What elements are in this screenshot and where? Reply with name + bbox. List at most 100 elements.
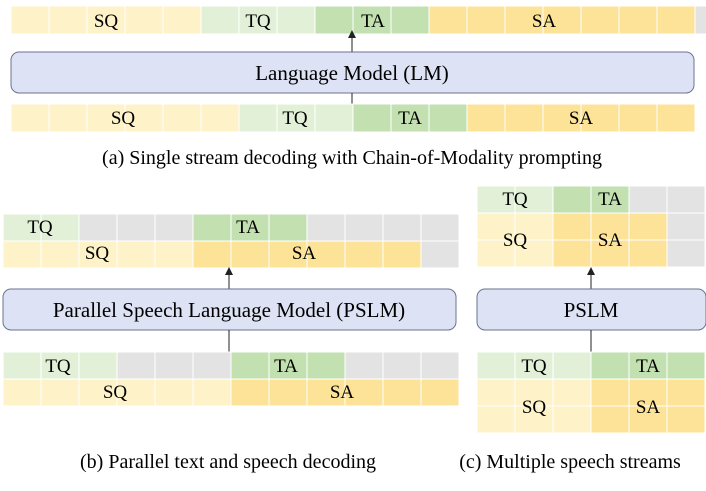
panel-b-text-output-ta-cell xyxy=(230,213,270,242)
panel-a-input-sq-cell xyxy=(124,103,164,133)
panel-c-speech-output-2-sa-cell xyxy=(590,239,630,268)
panel-a-output-sa-cell xyxy=(580,5,620,35)
panel-a-output-sa-cell xyxy=(656,5,696,35)
panel-a-output-tq-cell xyxy=(238,5,278,35)
panel-c-text-output-ta-cell xyxy=(552,185,592,214)
panel-a: SQ TQ TA SA Language Model (LM) SQ TQ TA… xyxy=(10,5,706,169)
panel-b-speech-output-sq-cell xyxy=(2,240,42,269)
panel-b-speech-input-sq-cell xyxy=(2,378,42,407)
panel-c-text-input-tq-cell xyxy=(552,351,592,380)
panel-b-text-output-pad-cell xyxy=(116,213,156,242)
panel-b-speech-output-sa-cell xyxy=(382,240,422,269)
panel-b-input-label-sa: SA xyxy=(330,382,355,403)
panel-a-input-label-tq: TQ xyxy=(282,108,308,129)
panel-c-speech-input-2-sa-cell xyxy=(590,405,630,434)
panel-b-output-label-sq: SQ xyxy=(85,243,110,264)
panel-b-input-label-sq: SQ xyxy=(103,382,128,403)
panel-b-speech-input-sa-cell xyxy=(420,378,460,407)
panel-b-text-input-ta-cell xyxy=(268,351,308,380)
panel-a-output-sa-cell xyxy=(504,5,544,35)
panel-b-input-label-tq: TQ xyxy=(45,356,71,377)
panel-a-input-sq-cell xyxy=(200,103,240,133)
panel-c-output-label-sa: SA xyxy=(598,230,623,251)
panel-b-speech-output-sa-cell xyxy=(306,240,346,269)
panel-a-input-tq-cell xyxy=(276,103,316,133)
panel-a-input-sq-cell xyxy=(48,103,88,133)
panel-c-output-label-ta: TA xyxy=(598,189,622,210)
panel-c-speech-input-2-sq-cell xyxy=(552,405,592,434)
panel-b-speech-output-sq-cell xyxy=(78,240,118,269)
panel-c-speech-output-2-pad-cell xyxy=(666,239,706,268)
panel-a-input-sa-cell xyxy=(504,103,544,133)
panel-b-text-input-pad-cell xyxy=(116,351,156,380)
panel-c-input-label-ta: TA xyxy=(636,356,660,377)
panel-c-speech-output-1-sa-cell xyxy=(628,212,668,241)
panel-b-text-input-pad-cell xyxy=(382,351,422,380)
panel-b-text-input-ta-cell xyxy=(230,351,270,380)
panel-a-input-ta-cell xyxy=(428,103,468,133)
panel-c-text-output-pad-cell xyxy=(628,185,668,214)
panel-b-text-input-pad-cell xyxy=(420,351,460,380)
panel-a-input-tq-cell xyxy=(238,103,278,133)
panel-a-input-label-sa: SA xyxy=(569,108,594,129)
panel-c-speech-output-2-sa-cell xyxy=(628,239,668,268)
panel-c-speech-output-1-pad-cell xyxy=(666,212,706,241)
panel-a-output-sa-cell xyxy=(466,5,506,35)
panel-a-input-sa-cell xyxy=(656,103,696,133)
panel-a-output-ta-cell xyxy=(390,5,430,35)
panel-a-model-label: Language Model (LM) xyxy=(255,61,449,85)
panel-b-text-input-tq-cell xyxy=(78,351,118,380)
panel-b-text-input-ta-cell xyxy=(306,351,346,380)
panel-b-speech-input-sa-cell xyxy=(382,378,422,407)
panel-b-output-label-tq: TQ xyxy=(27,217,53,238)
panel-b-speech-output-sa-cell xyxy=(230,240,270,269)
panel-a-input-ta-cell xyxy=(390,103,430,133)
panel-a-output-sq-cell xyxy=(10,5,50,35)
panel-a-input-sa-cell xyxy=(580,103,620,133)
panel-a-input-tq-cell xyxy=(314,103,354,133)
panel-c-output-tokens xyxy=(476,185,706,268)
panel-c: TQ TA SQ SA PSLM TQ TA SQ SA (c) Multipl… xyxy=(459,185,706,473)
panel-a-output-sq-cell xyxy=(86,5,126,35)
panel-c-speech-input-1-sq-cell xyxy=(552,378,592,407)
panel-a-output-sa-cell xyxy=(428,5,468,35)
panel-c-speech-input-2-sq-cell xyxy=(476,405,516,434)
panel-a-input-sq-cell xyxy=(10,103,50,133)
panel-b-input-tokens xyxy=(2,351,460,407)
panel-b-text-output-pad-cell xyxy=(306,213,346,242)
panel-c-speech-input-2-sa-cell xyxy=(628,405,668,434)
panel-b-speech-input-sq-cell xyxy=(154,378,194,407)
panel-c-text-input-tq-cell xyxy=(476,351,516,380)
panel-b-output-label-sa: SA xyxy=(292,243,317,264)
panel-b-speech-input-sq-cell xyxy=(40,378,80,407)
panel-c-output-label-sq: SQ xyxy=(503,230,528,251)
panel-b-speech-input-sq-cell xyxy=(192,378,232,407)
panel-a-output-sq-cell xyxy=(162,5,202,35)
panel-a-input-label-ta: TA xyxy=(398,108,422,129)
panel-c-input-tokens xyxy=(476,351,706,434)
panel-a-input-sa-cell xyxy=(618,103,658,133)
panel-c-speech-input-2-sa-cell xyxy=(666,405,706,434)
panel-b-model-label: Parallel Speech Language Model (PSLM) xyxy=(53,298,405,322)
panel-c-speech-input-1-sa-cell xyxy=(628,378,668,407)
panel-c-input-label-tq: TQ xyxy=(521,356,547,377)
panel-c-speech-output-2-sq-cell xyxy=(514,239,554,268)
panel-b-speech-output-pad-cell xyxy=(420,240,460,269)
panel-c-input-label-sa: SA xyxy=(636,397,661,418)
panel-a-input-tokens xyxy=(10,103,696,133)
panel-c-text-input-ta-cell xyxy=(590,351,630,380)
panel-c-caption: (c) Multiple speech streams xyxy=(459,451,681,473)
panel-b-output-label-ta: TA xyxy=(236,217,260,238)
panel-a-output-label-sa: SA xyxy=(532,11,557,32)
panel-b-speech-output-sq-cell xyxy=(154,240,194,269)
panel-c-speech-output-1-sq-cell xyxy=(476,212,516,241)
panel-b-speech-output-sq-cell xyxy=(40,240,80,269)
panel-a-output-label-ta: TA xyxy=(361,11,385,32)
panel-b: TQ TA SQ SA Parallel Speech Language Mod… xyxy=(2,213,460,473)
panel-b-text-input-tq-cell xyxy=(2,351,42,380)
panel-a-input-sa-cell xyxy=(466,103,506,133)
panel-b-text-output-pad-cell xyxy=(78,213,118,242)
panel-a-output-tokens xyxy=(10,5,706,35)
panel-b-text-output-pad-cell xyxy=(344,213,384,242)
panel-c-speech-input-1-sq-cell xyxy=(476,378,516,407)
